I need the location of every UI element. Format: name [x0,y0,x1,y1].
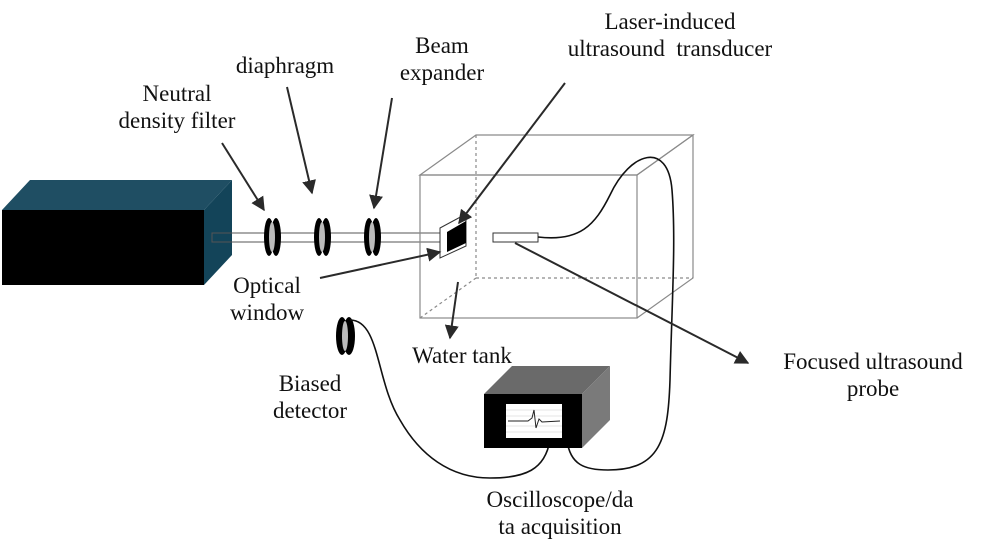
label-neutral-density-filter: Neutral density filter [118,81,236,133]
label-biased-detector: Biased detector [272,371,348,423]
focused-ultrasound-probe-element [492,232,539,243]
pointer-arrows [221,82,750,364]
label-oscilloscope: Oscilloscope/da ta acquisition [486,487,634,539]
neutral-density-filter-element [264,218,281,256]
arrow-water-tank [444,281,459,340]
diaphragm-element [314,218,331,256]
scope-top-face [484,366,610,394]
probe-cable [537,156,675,471]
arrow-laser-transducer [458,82,566,225]
laser-source [2,180,232,285]
arrow-beam-expander [369,97,393,210]
biased-detector-element [336,317,355,355]
laser-front-face [2,210,204,285]
label-focused-ultrasound-probe: Focused ultrasound probe [783,349,963,401]
arrow-diaphragm [286,86,316,195]
label-laser-induced-transducer: Laser-induced ultrasound transducer [567,9,773,61]
arrow-focused-probe [514,242,750,364]
label-optical-window: Optical window [229,273,305,325]
label-water-tank: Water tank [412,343,512,368]
laser-top-face [2,180,232,210]
label-beam-expander: Beam expander [399,33,485,85]
arrow-optical-window [319,247,442,279]
oscilloscope-device [484,366,610,448]
scope-side-face [582,366,610,448]
beam-expander-element [364,218,381,256]
scope-waveform [508,409,561,429]
detector-cable [349,319,551,479]
arrow-nd-filter [221,142,265,212]
laser-induced-transducer-element [447,221,466,252]
label-diaphragm: diaphragm [235,53,335,78]
